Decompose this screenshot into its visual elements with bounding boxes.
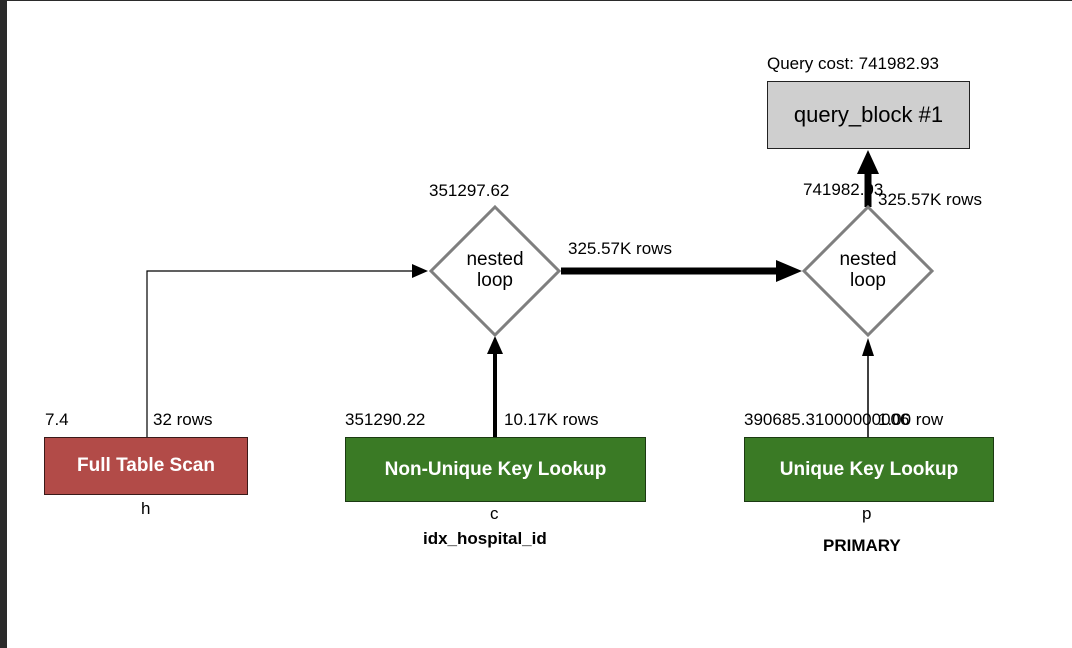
table-h-rows: 32 rows	[153, 410, 213, 429]
table-h-cost: 7.4	[45, 410, 69, 429]
edge-nl2-arrowhead	[857, 150, 879, 174]
nested-loop-1-label: nested loop	[445, 249, 545, 291]
nested-loop-2-cost: 741982.93	[803, 180, 884, 199]
table-p-name: p	[862, 504, 872, 523]
edge-c-arrowhead	[487, 336, 503, 354]
table-h-name: h	[141, 499, 151, 518]
edge-h-to-nested-loop-1	[146, 270, 415, 437]
edge-nl1-arrowhead	[776, 260, 802, 282]
table-c-rows: 10.17K rows	[504, 410, 599, 429]
table-c-name: c	[490, 504, 499, 523]
unique-key-lookup-node[interactable]: Unique Key Lookup	[744, 437, 994, 502]
nested-loop-2-line1: nested	[839, 249, 897, 270]
query-cost-label: Query cost: 741982.93	[767, 54, 940, 73]
nested-loop-1-rows: 325.57K rows	[568, 239, 672, 258]
nested-loop-1-line1: nested	[466, 249, 524, 270]
edge-h-arrowhead	[412, 264, 428, 278]
nested-loop-1-line2: loop	[477, 270, 513, 291]
table-p-cost: 390685.31000000006	[744, 410, 910, 429]
table-c-key: idx_hospital_id	[423, 529, 547, 548]
table-p-rows: 1.00 row	[878, 410, 944, 429]
window-top-border	[0, 0, 1072, 1]
edge-p-arrowhead	[862, 338, 874, 356]
nested-loop-2-rows: 325.57K rows	[878, 190, 982, 209]
nested-loop-1-cost: 351297.62	[429, 181, 510, 200]
non-unique-key-lookup-node[interactable]: Non-Unique Key Lookup	[345, 437, 646, 502]
table-c-cost: 351290.22	[345, 410, 426, 429]
window-left-border	[0, 0, 7, 648]
full-table-scan-node[interactable]: Full Table Scan	[44, 437, 248, 495]
nested-loop-1-diamond[interactable]	[428, 204, 562, 338]
nested-loop-2-line2: loop	[850, 270, 886, 291]
table-p-key: PRIMARY	[823, 536, 901, 555]
nested-loop-2-label: nested loop	[818, 249, 918, 291]
query-block-node[interactable]: query_block #1	[767, 81, 970, 149]
nested-loop-2-diamond[interactable]	[801, 204, 935, 338]
